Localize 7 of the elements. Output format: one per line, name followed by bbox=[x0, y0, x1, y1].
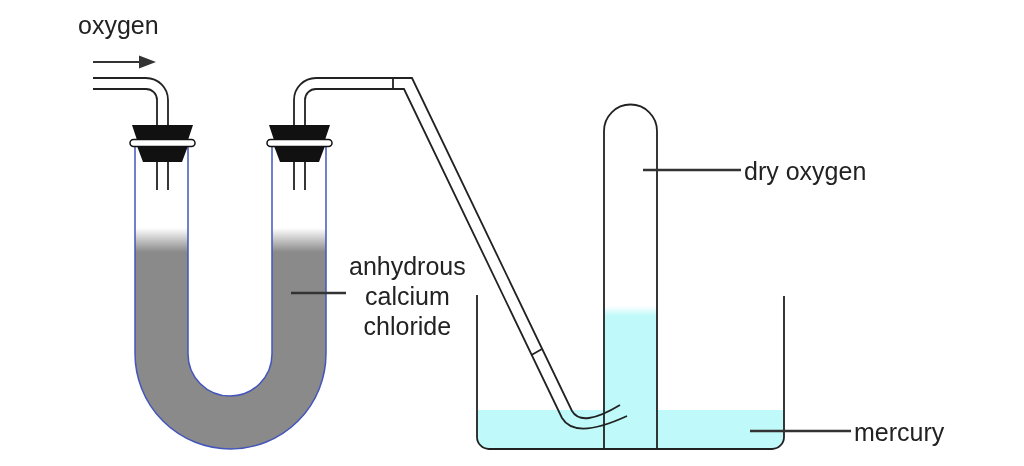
gas-label: oxygen bbox=[78, 10, 159, 40]
leader-line bbox=[643, 168, 741, 172]
callout-label: mercury bbox=[854, 417, 945, 447]
leader-line bbox=[291, 291, 346, 295]
leader-line bbox=[750, 429, 851, 433]
callout-label: dry oxygen bbox=[744, 156, 867, 186]
callout-label: anhydrous calcium chloride bbox=[349, 251, 466, 341]
